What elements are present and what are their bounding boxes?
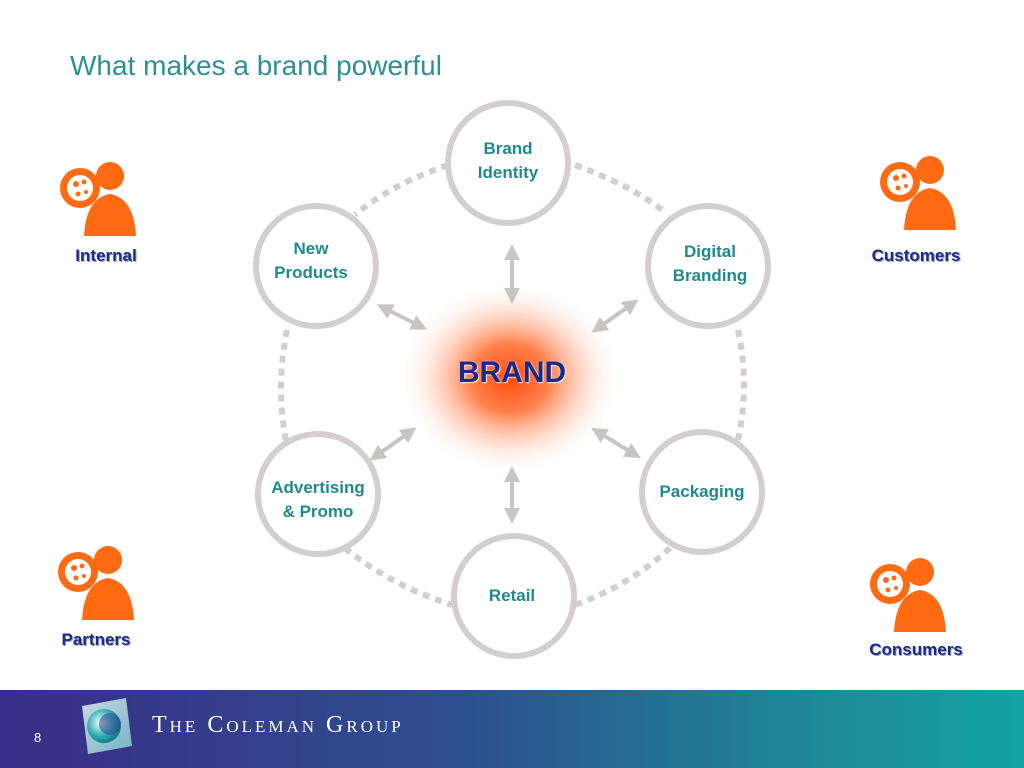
connector-digital-packaging [735,329,747,441]
node-text: Retail [488,586,536,605]
brand-diagram [253,100,771,659]
arrow-icon [591,427,641,459]
node-text: Digital Branding [672,242,748,285]
node-text: New Products [274,239,348,282]
ring-connectors [278,162,747,608]
connector-packaging-retail [573,545,673,608]
page-number: 8 [34,730,42,745]
node-circle-digital-branding [645,203,771,329]
stakeholder-consumers: Consumers [869,640,963,659]
stakeholder-partners: Partners [61,630,131,649]
person-icon [870,558,946,632]
node-circle-brand-identity [445,100,571,226]
node-label-brand-identity: Brand Identity [448,137,568,185]
slide-title: What makes a brand powerful [70,50,442,81]
brand-center-label: BRAND [457,356,567,389]
arrow-icon [376,304,428,330]
node-label-new-products: New Products [251,237,371,285]
person-icon [60,162,136,236]
node-label-digital-branding: Digital Branding [650,240,770,288]
connector-advertising-retail [343,545,453,608]
brand-glow [398,280,622,476]
node-circle-retail [451,533,577,659]
connector-identity-new [353,162,449,218]
connector-new-advertising [278,329,290,446]
logo-mark-icon [82,698,132,754]
node-circle-advertising-promo [255,431,381,557]
node-text: Packaging [659,482,745,501]
node-text: Brand Identity [477,139,539,182]
node-circle-packaging [639,429,765,555]
node-label-retail: Retail [452,584,572,608]
stakeholder-internal: Internal [75,246,137,265]
node-text: Advertising & Promo [271,478,365,521]
node-label-packaging: Packaging [642,480,762,504]
stakeholder-customers: Customers [871,246,961,265]
connector-identity-digital [573,162,667,215]
node-circles [253,100,771,659]
person-icon [58,546,134,620]
footer-bar [0,690,1024,768]
company-name: The Coleman Group [152,712,404,738]
node-label-advertising-promo: Advertising & Promo [258,476,378,524]
arrow-icon [369,427,417,461]
arrows [369,244,641,524]
person-icon [880,156,956,230]
arrow-icon [591,299,639,333]
node-circle-new-products [253,203,379,329]
